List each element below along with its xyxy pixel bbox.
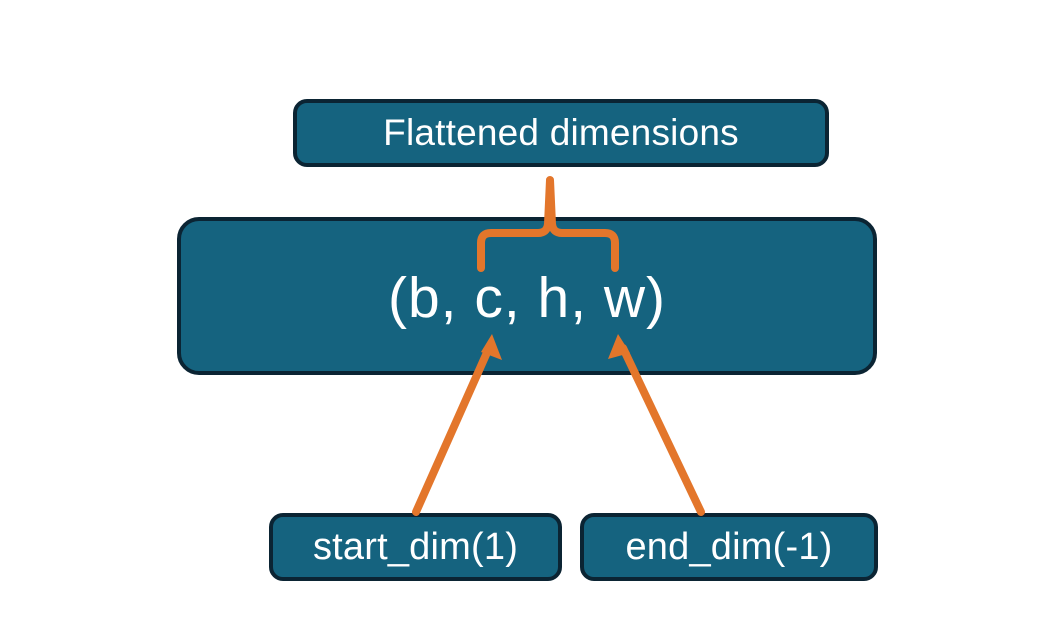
end-dim-label: end_dim(-1) <box>625 525 833 568</box>
flattened-dimensions-box[interactable]: Flattened dimensions <box>293 99 829 167</box>
end-dim-box[interactable]: end_dim(-1) <box>580 513 878 581</box>
flattened-dimensions-label: Flattened dimensions <box>383 112 739 153</box>
tensor-shape-box[interactable]: (b, c, h, w) <box>177 217 877 375</box>
start-dim-label: start_dim(1) <box>312 525 519 568</box>
start-dim-box[interactable]: start_dim(1) <box>269 513 562 581</box>
tensor-shape-label: (b, c, h, w) <box>387 266 667 330</box>
